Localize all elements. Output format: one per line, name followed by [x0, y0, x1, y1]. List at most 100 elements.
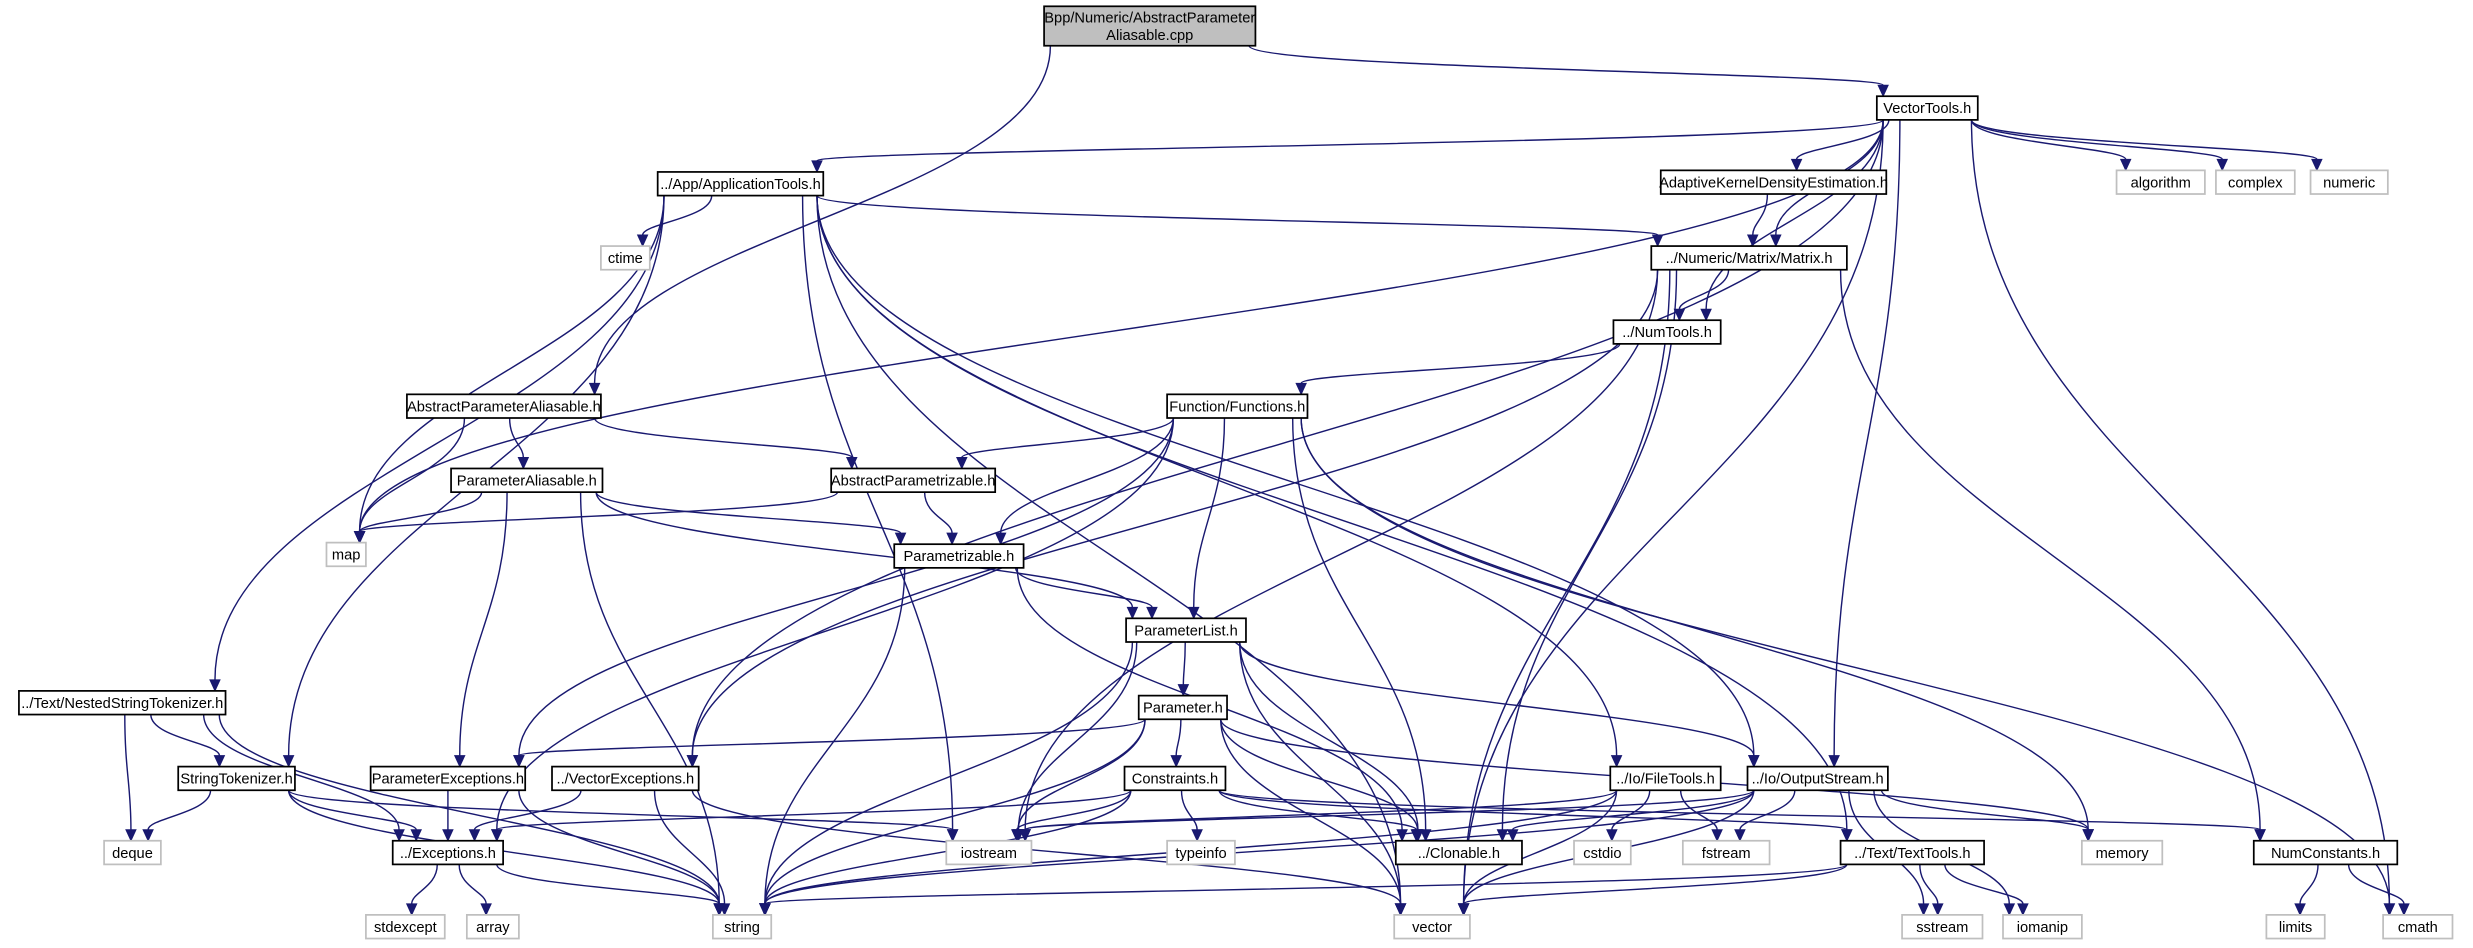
edge-pa-to-string [579, 492, 725, 917]
arrowhead-icon [1394, 903, 1407, 917]
arrowhead-icon [713, 903, 725, 917]
node-algorithm: algorithm [2115, 169, 2206, 195]
arrowhead-icon [1019, 829, 1031, 842]
node-numtools-h[interactable]: ../NumTools.h [1612, 319, 1722, 345]
edge-akde-to-matrix [1746, 194, 1769, 248]
node-label: vector [1412, 920, 1452, 936]
node-iostream: iostream [945, 839, 1033, 866]
node-parameter-h[interactable]: Parameter.h [1137, 694, 1228, 721]
node-io-filetools-h[interactable]: ../Io/FileTools.h [1609, 765, 1722, 792]
node-io-outputstream-h[interactable]: ../Io/OutputStream.h [1746, 765, 1889, 792]
arrowhead-icon [588, 382, 601, 396]
node-label: ../Clonable.h [1418, 846, 1500, 862]
node-vectortools-h[interactable]: VectorTools.h [1875, 95, 1979, 121]
node-abstractparametrizable-h[interactable]: AbstractParametrizable.h [830, 467, 997, 494]
node-label: AbstractParametrizable.h [831, 474, 996, 490]
node-numconstants-h[interactable]: NumConstants.h [2252, 839, 2399, 866]
node-parametrizable-h[interactable]: Parametrizable.h [893, 543, 1025, 569]
node-parameteraliasable-h[interactable]: ParameterAliasable.h [450, 467, 604, 494]
arrowhead-icon [1917, 903, 1930, 917]
node-adaptivekerneldensityestimation-h[interactable]: AdaptiveKernelDensityEstimation.h [1659, 169, 1888, 195]
node-label: ../App/ApplicationTools.h [660, 177, 821, 193]
node-parameterexceptions-h[interactable]: ParameterExceptions.h [369, 765, 527, 792]
node-vectorexceptions-h[interactable]: ../VectorExceptions.h [551, 765, 700, 792]
node-box [1612, 319, 1722, 345]
node-box [945, 839, 1033, 866]
edge-line [518, 790, 720, 904]
edge-line [1970, 119, 2391, 904]
node-box [712, 914, 773, 940]
node-box [1659, 169, 1888, 195]
node-label: string [724, 920, 760, 936]
node-label: Parametrizable.h [904, 549, 1015, 565]
node-clonable-h[interactable]: ../Clonable.h [1394, 839, 1523, 866]
arrowhead-icon [2254, 829, 2266, 842]
node-map: map [325, 541, 367, 568]
edge-paramexc-to-exceptions [442, 790, 454, 842]
arrowhead-icon [1610, 755, 1623, 768]
node-string: string [712, 914, 773, 940]
edge-paramlist-to-parameter [1177, 641, 1190, 697]
arrowhead-icon [811, 160, 823, 174]
node-box [551, 765, 700, 792]
node-label: cstdio [1583, 846, 1621, 862]
edge-line [214, 195, 665, 680]
node-box [1166, 393, 1309, 419]
edge-line [1291, 418, 1427, 830]
node-label: NumConstants.h [2271, 846, 2380, 862]
node-box [2002, 914, 2083, 940]
edge-root-to-vectortools [1248, 45, 1889, 98]
node-stringtokenizer-h[interactable]: StringTokenizer.h [177, 765, 296, 792]
edge-line [1175, 719, 1182, 756]
edge-vectortools-to-numeric [1970, 119, 2323, 172]
arrowhead-icon [1126, 606, 1139, 620]
node-label: ../Text/TextTools.h [1854, 846, 1970, 862]
arrowhead-icon [946, 829, 959, 842]
node-box [2382, 914, 2454, 940]
node-label: limits [2279, 920, 2312, 936]
edge-functions-to-paramlist [1187, 418, 1226, 620]
node-numeric-matrix-matrix-h[interactable]: ../Numeric/Matrix/Matrix.h [1650, 245, 1848, 271]
edge-line [579, 492, 720, 904]
arrowhead-icon [1841, 829, 1853, 842]
node-box [1901, 914, 1984, 940]
node-text-nestedstringtokenizer-h[interactable]: ../Text/NestedStringTokenizer.h [18, 690, 227, 716]
edge-vectortools-to-vecexc [686, 119, 1884, 768]
edge-line [1238, 641, 1419, 830]
edge-line [1238, 641, 1402, 904]
node-box [1573, 839, 1632, 866]
node-limits: limits [2265, 914, 2326, 940]
node-label: ctime [608, 251, 643, 267]
node-box [600, 245, 651, 271]
edge-line [1180, 790, 1198, 830]
node-constraints-h[interactable]: Constraints.h [1123, 765, 1227, 792]
node-bpp-numeric-abstractparameteraliasable-cpp[interactable]: Bpp/Numeric/AbstractParameterAliasable.c… [1043, 5, 1257, 47]
arrowhead-icon [686, 755, 699, 768]
node-exceptions-h[interactable]: ../Exceptions.h [391, 839, 504, 866]
edge-line [496, 789, 1132, 831]
node-label: Parameter.h [1143, 701, 1223, 717]
arrowhead-icon [1177, 684, 1190, 697]
edge-vectortools-to-outstream [1828, 119, 1901, 768]
node-array: array [465, 914, 520, 940]
edge-line [150, 714, 221, 756]
node-abstractparameteraliasable-h[interactable]: AbstractParameterAliasable.h [406, 393, 602, 419]
edge-line [508, 418, 525, 458]
edge-exceptions-to-array [458, 864, 492, 917]
edge-line [518, 418, 1175, 756]
node-label: ParameterList.h [1134, 623, 1237, 639]
edge-functions-to-aparam [956, 417, 1175, 470]
arrowhead-icon [1673, 308, 1686, 322]
node-label: numeric [2323, 175, 2375, 191]
node-box [1875, 95, 1979, 121]
edge-line [1970, 119, 2318, 160]
node-parameterlist-h[interactable]: ParameterList.h [1125, 617, 1247, 643]
node-box [1746, 765, 1889, 792]
node-app-applicationtools-h[interactable]: ../App/ApplicationTools.h [656, 171, 825, 197]
node-box [2115, 169, 2206, 195]
node-box [830, 467, 997, 494]
edge-paramlist-to-vector [1238, 641, 1407, 917]
node-text-texttools-h[interactable]: ../Text/TextTools.h [1839, 839, 1985, 866]
node-function-functions-h[interactable]: Function/Functions.h [1166, 393, 1309, 419]
